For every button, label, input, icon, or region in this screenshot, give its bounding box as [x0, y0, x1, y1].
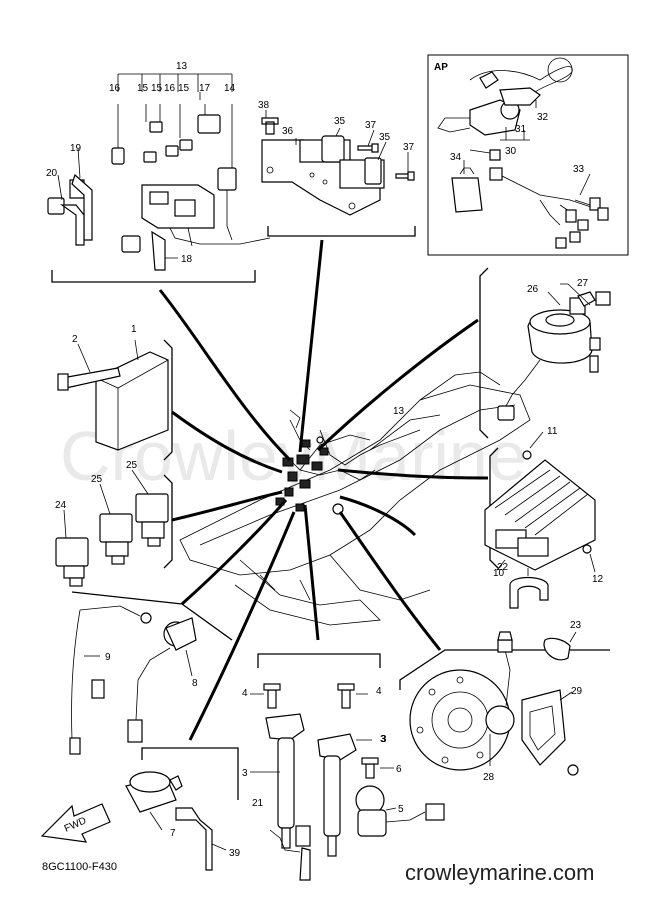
pressure-sensor: [125, 771, 227, 871]
site-url: crowleymarine.com: [405, 860, 595, 885]
callout-4: 4: [242, 688, 248, 699]
negative-cable: [69, 605, 152, 755]
callout-25: 25: [91, 474, 103, 485]
callout-30: 30: [505, 146, 517, 157]
rectifier-regulator: [484, 431, 596, 609]
callout-1: 1: [131, 324, 137, 335]
callout-24: 24: [55, 500, 67, 511]
callout-15: 15: [151, 83, 163, 94]
callout-16: 16: [109, 83, 121, 94]
ap-kit-parts: [437, 57, 609, 249]
callout-13: 13: [393, 406, 405, 417]
callout-18: 18: [181, 254, 193, 265]
bracket-group: [261, 110, 415, 216]
callout-10: 10: [493, 568, 505, 579]
callout-39: 39: [229, 848, 241, 859]
fuse-box-group: [47, 73, 271, 271]
callout-37: 37: [403, 142, 415, 153]
relays: [55, 469, 169, 587]
ignition-coils: [250, 683, 372, 881]
callout-22: 22: [497, 562, 509, 573]
main-harness-cluster: [275, 409, 421, 515]
callout-33: 33: [573, 164, 585, 175]
callout-19: 19: [70, 143, 82, 154]
callout-25: 25: [126, 460, 138, 471]
callout-37: 37: [365, 120, 377, 131]
callout-3: 3: [381, 734, 387, 745]
callout-5: 5: [398, 804, 404, 815]
callout-3: 3: [242, 768, 248, 779]
callout-31: 31: [515, 124, 527, 135]
main-switch: [497, 283, 611, 421]
callout-26: 26: [527, 284, 539, 295]
callout-20: 20: [46, 168, 58, 179]
ecu-unit: [57, 339, 169, 451]
callout-15: 15: [178, 83, 190, 94]
callout-34: 34: [450, 152, 462, 163]
callout-36: 36: [282, 126, 294, 137]
callout-27: 27: [577, 278, 589, 289]
ap-kit-label: AP: [434, 62, 448, 73]
callout-35: 35: [379, 132, 391, 143]
callout-13: 13: [176, 61, 188, 72]
callout-numbers: 1 2 3 3 3 4 4 5 6 7 8 9 10 11 12 13 13 1…: [46, 61, 604, 859]
fwd-arrow-icon: FWD: [40, 803, 111, 843]
callout-17: 17: [199, 83, 211, 94]
callout-12: 12: [592, 574, 604, 585]
leader-rays: [158, 239, 489, 741]
callout-2: 2: [72, 334, 78, 345]
callout-3: 3: [380, 734, 386, 745]
callout-9: 9: [105, 652, 111, 663]
temperature-sensor: [127, 617, 197, 743]
callout-15: 15: [137, 83, 149, 94]
callout-21: 21: [252, 798, 264, 809]
callout-14: 14: [224, 83, 236, 94]
callout-29: 29: [571, 686, 583, 697]
callout-11: 11: [547, 426, 558, 437]
callout-6: 6: [396, 764, 402, 775]
callout-38: 38: [258, 100, 270, 111]
callout-16: 16: [164, 83, 176, 94]
callout-7: 7: [170, 828, 176, 839]
group-brackets: [51, 226, 610, 800]
stator-pickup: [409, 631, 579, 776]
callout-23: 23: [570, 620, 582, 631]
speed-sensor: [355, 757, 445, 837]
callout-32: 32: [537, 112, 549, 123]
diagram-code: 8GC1100-F430: [42, 861, 117, 873]
callout-4: 4: [376, 686, 382, 697]
callout-8: 8: [192, 678, 198, 689]
callout-28: 28: [483, 772, 495, 783]
ap-kit-box: [427, 54, 629, 256]
callout-35: 35: [334, 116, 346, 127]
vehicle-frame: [179, 371, 531, 626]
